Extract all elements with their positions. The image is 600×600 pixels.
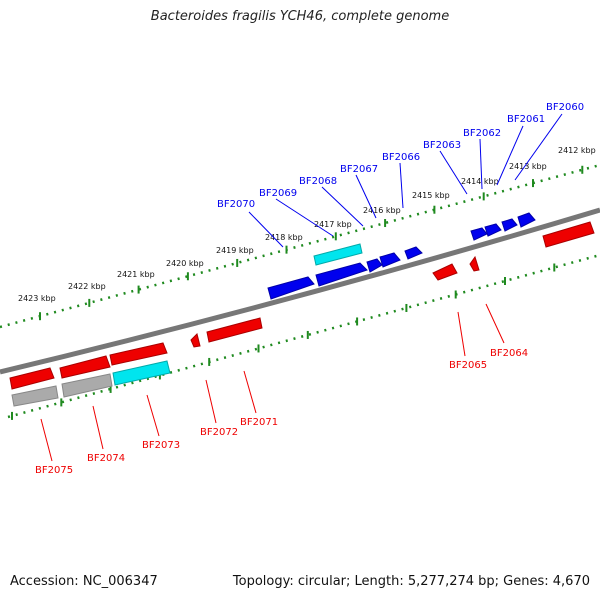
scale-labels: 2423 kbp 2422 kbp 2421 kbp 2420 kbp 2419… [18, 146, 596, 303]
genome-info-text: Topology: circular; Length: 5,277,274 bp… [232, 574, 590, 589]
gene-label: BF2066 [382, 152, 420, 163]
gene-feature[interactable] [432, 263, 458, 281]
gene-feature[interactable] [112, 360, 171, 386]
gene-label: BF2072 [200, 427, 238, 438]
gene-label: BF2062 [463, 128, 501, 139]
scale-label: 2419 kbp [216, 246, 254, 255]
gene-feature[interactable] [501, 218, 518, 232]
gene-feature[interactable] [366, 258, 383, 273]
reverse-gene-labels: BF2075 BF2074 BF2073 BF2072 BF2071 BF206… [35, 303, 528, 476]
scale-label: 2414 kbp [461, 177, 499, 186]
gene-label: BF2065 [449, 360, 487, 371]
gene-feature[interactable] [61, 373, 113, 398]
gene-label: BF2061 [507, 114, 545, 125]
gene-label: BF2063 [423, 140, 461, 151]
forward-gene-labels: BF2070 BF2069 BF2068 BF2067 BF2066 BF206… [217, 102, 584, 248]
accession-text: Accession: NC_006347 [10, 574, 158, 589]
gene-label: BF2069 [259, 188, 297, 199]
scale-label: 2423 kbp [18, 294, 56, 303]
reverse-genes [9, 221, 595, 407]
scale-label: 2415 kbp [412, 191, 450, 200]
gene-label: BF2070 [217, 199, 255, 210]
gene-label: BF2064 [490, 348, 528, 359]
gene-feature[interactable] [9, 367, 55, 390]
gene-feature[interactable] [315, 262, 368, 287]
gene-feature[interactable] [484, 223, 502, 237]
gene-feature[interactable] [379, 252, 401, 268]
gene-feature[interactable] [517, 212, 536, 228]
upper-ruler-ticks [39, 165, 584, 321]
gene-label: BF2067 [340, 164, 378, 175]
gene-label: BF2074 [87, 453, 125, 464]
scale-label: 2421 kbp [117, 270, 155, 279]
gene-label: BF2060 [546, 102, 584, 113]
gene-feature[interactable] [469, 255, 480, 272]
scale-label: 2420 kbp [166, 259, 204, 268]
scale-label: 2418 kbp [265, 233, 303, 242]
gene-label: BF2071 [240, 417, 278, 428]
gene-label: BF2073 [142, 440, 180, 451]
gene-feature[interactable] [313, 243, 363, 266]
forward-genes [267, 212, 536, 300]
gene-feature[interactable] [59, 355, 111, 379]
gene-feature[interactable] [267, 276, 315, 300]
map-title: Bacteroides fragilis YCH46, complete gen… [150, 9, 450, 24]
gene-label: BF2075 [35, 465, 73, 476]
scale-label: 2416 kbp [363, 206, 401, 215]
gene-label: BF2068 [299, 176, 337, 187]
scale-label: 2412 kbp [558, 146, 596, 155]
gene-feature[interactable] [11, 385, 59, 407]
gene-feature[interactable] [542, 221, 595, 248]
gene-feature[interactable] [109, 342, 168, 366]
scale-label: 2422 kbp [68, 282, 106, 291]
scale-label: 2413 kbp [509, 162, 547, 171]
gene-feature[interactable] [404, 246, 423, 260]
gene-feature[interactable] [190, 333, 201, 348]
gene-feature[interactable] [470, 227, 488, 241]
scale-label: 2417 kbp [314, 220, 352, 229]
genome-backbone [0, 207, 600, 375]
gene-feature[interactable] [206, 317, 263, 343]
